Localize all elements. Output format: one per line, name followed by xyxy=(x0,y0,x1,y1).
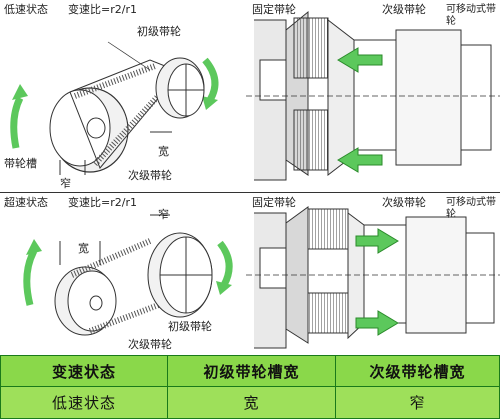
low-fixed-pulley-label: 固定带轮 xyxy=(252,3,296,16)
table-cell: 低速状态 xyxy=(0,386,168,419)
low-speed-state-label: 低速状态 xyxy=(4,3,48,16)
low-wide-label: 宽 xyxy=(158,145,169,158)
over-wide-label: 宽 xyxy=(78,242,89,255)
low-speed-belt-drawing xyxy=(10,41,219,175)
low-secondary-pulley-label: 次级带轮 xyxy=(128,169,172,182)
primary-pulley-label: 初级带轮 xyxy=(137,25,181,38)
overdrive-belt-diagram: 超速状态 变速比=r2/r1 窄 宽 初级带轮 次级带轮 xyxy=(0,193,245,355)
table-cell: 窄 xyxy=(335,386,500,419)
low-movable-pulley-label: 可移动式带轮 xyxy=(446,4,496,27)
overdrive-section-drawing xyxy=(246,206,500,349)
low-speed-section-drawing xyxy=(246,0,500,192)
over-fixed-pulley-label: 固定带轮 xyxy=(252,196,296,209)
divider xyxy=(0,192,500,193)
summary-table: 变速状态 初级带轮槽宽 次级带轮槽宽 低速状态 宽 窄 xyxy=(0,355,500,419)
low-speed-ratio-label: 变速比=r2/r1 xyxy=(68,3,137,16)
table-header-cell: 次级带轮槽宽 xyxy=(335,355,500,387)
low-speed-belt-diagram: 低速状态 变速比=r2/r1 初级带轮 带轮槽 窄 宽 次级带轮 xyxy=(0,0,245,192)
over-secondary-pulley-label: 次级带轮 xyxy=(128,338,172,351)
low-narrow-label: 窄 xyxy=(60,177,71,190)
low-detail-secondary-label: 次级带轮 xyxy=(382,3,426,16)
table-header-row: 变速状态 初级带轮槽宽 次级带轮槽宽 xyxy=(0,355,500,387)
overdrive-state-label: 超速状态 xyxy=(4,196,48,209)
overdrive-belt-drawing xyxy=(23,214,233,336)
table-header-cell: 初级带轮槽宽 xyxy=(167,355,336,387)
table-header-cell: 变速状态 xyxy=(0,355,168,387)
low-speed-cross-section: 固定带轮 次级带轮 可移动式带轮 xyxy=(246,0,500,192)
pulley-groove-label: 带轮槽 xyxy=(4,157,37,170)
over-narrow-label: 窄 xyxy=(158,208,169,221)
over-detail-secondary-label: 次级带轮 xyxy=(382,196,426,209)
overdrive-cross-section: 固定带轮 次级带轮 可移动式带轮 xyxy=(246,193,500,355)
table-row: 低速状态 宽 窄 xyxy=(0,386,500,419)
over-movable-pulley-label: 可移动式带轮 xyxy=(446,197,496,220)
table-cell: 宽 xyxy=(167,386,336,419)
over-primary-pulley-label: 初级带轮 xyxy=(168,320,212,333)
overdrive-ratio-label: 变速比=r2/r1 xyxy=(68,196,137,209)
